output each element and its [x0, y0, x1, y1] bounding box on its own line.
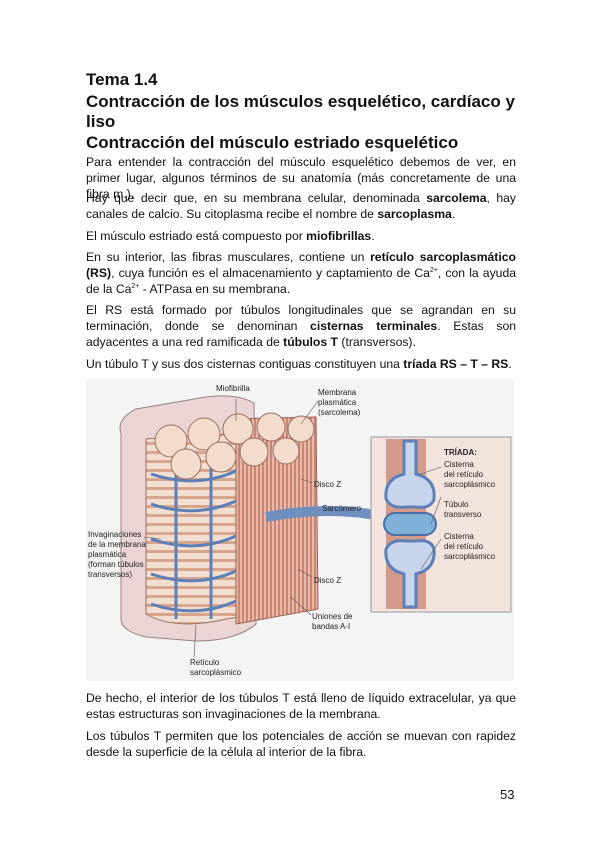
p2-text-e: .: [451, 207, 456, 221]
figure-labels: Miofibrilla Membrana plasmática (sarcole…: [88, 384, 496, 677]
striated-bundle: [235, 416, 319, 625]
p5-term-cisternas: cisternas terminales: [310, 319, 438, 333]
label-invag-1: Invaginaciones: [88, 530, 141, 539]
p6-text-a: Un túbulo T y sus dos cisternas contigua…: [86, 357, 404, 371]
label-invag-5: transversos): [88, 570, 132, 579]
p5-text-c: . Estas son adyacentes a una red ramific…: [86, 319, 516, 349]
paragraph-3: El músculo estriado está compuesto por m…: [86, 228, 516, 244]
p2-term-sarcolema: sarcolema: [426, 191, 487, 205]
label-sarcomero: Sarcómero: [322, 504, 362, 513]
p5-text-a: El RS está formado por túbulos longitudi…: [86, 303, 516, 333]
label-invag-4: (forman túbulos: [88, 560, 144, 569]
p4-sup-1: 2+: [429, 266, 438, 274]
p4-term-rs: retículo sarcoplasmático (RS): [86, 250, 516, 280]
label-invag-2: de la membrana: [88, 540, 146, 549]
p4-text-c: , cuya función es el almacenamiento y ca…: [111, 266, 430, 280]
label-uniones-1: Uniones de: [312, 612, 353, 621]
label-cisterna-b-3: sarcoplásmico: [444, 552, 496, 561]
myofibril-tops: [154, 412, 315, 480]
p2-text-a: Hay que decir que, en su membrana celula…: [86, 191, 427, 205]
label-cisterna-a-1: Cisterna: [444, 460, 474, 469]
label-reticulo-1: Retículo: [190, 658, 220, 667]
title-line-1: Contracción de los músculos esquelético,…: [86, 92, 515, 111]
p3-term-miofibrillas: miofibrillas: [306, 229, 372, 243]
label-membrana-3: (sarcolema): [318, 408, 361, 417]
label-membrana-1: Membrana: [318, 388, 357, 397]
p2-term-sarcoplasma: sarcoplasma: [377, 207, 452, 221]
p6-text-c: .: [508, 357, 512, 371]
label-reticulo-2: sarcoplásmico: [190, 668, 242, 677]
p2-text-c: , hay canales de calcio. Su citoplasma r…: [86, 191, 516, 221]
paragraph-2: Hay que decir que, en su membrana celula…: [86, 190, 516, 222]
p4-sup-2: 2+: [131, 282, 140, 290]
section-subtitle: Contracción del músculo estriado esquelé…: [86, 133, 459, 152]
paragraph-1: Para entender la contracción del músculo…: [86, 155, 516, 201]
paragraph-6: Un túbulo T y sus dos cisternas contigua…: [86, 356, 516, 372]
label-invag-3: plasmática: [88, 550, 127, 559]
paragraph-7: De hecho, el interior de los túbulos T e…: [86, 691, 516, 721]
p4-text-a: En su interior, las fibras musculares, c…: [86, 250, 371, 264]
p5-term-tubulos: túbulos T: [283, 335, 338, 349]
leader-lines: [143, 399, 442, 658]
p6-term-triada: tríada RS – T – RS: [403, 357, 509, 371]
label-miofibrilla: Miofibrilla: [216, 384, 250, 393]
triad-structure: [384, 439, 436, 609]
paragraph-4: En su interior, las fibras musculares, c…: [86, 249, 516, 297]
p5-text-e: (transversos).: [338, 335, 416, 349]
p3-text-c: .: [371, 229, 375, 243]
label-disco-z-2: Disco Z: [314, 576, 341, 585]
label-cisterna-b-2: del retículo: [444, 542, 484, 551]
label-tubulo-2: transverso: [444, 510, 482, 519]
label-cisterna-a-3: sarcoplásmico: [444, 480, 496, 489]
p4-text-e: - ATPasa en su membrana.: [139, 282, 291, 296]
label-cisterna-a-2: del retículo: [444, 470, 484, 479]
label-cisterna-b-1: Cisterna: [444, 532, 474, 541]
p4-text-d: , con la ayuda de la Ca: [86, 266, 516, 296]
label-disco-z-1: Disco Z: [314, 480, 341, 489]
muscle-fiber-figure: Miofibrilla Membrana plasmática (sarcole…: [86, 379, 514, 681]
p3-text-a: El músculo estriado está compuesto por: [86, 229, 307, 243]
paragraph-8: Los túbulos T permiten que los potencial…: [86, 729, 516, 759]
label-tubulo-1: Túbulo: [444, 500, 469, 509]
label-membrana-2: plasmática: [318, 398, 357, 407]
label-uniones-2: bandas A-I: [312, 622, 350, 631]
t-tubule: [383, 512, 437, 536]
page-number: 53: [500, 787, 515, 802]
topic-heading: Tema 1.4: [86, 70, 158, 89]
paragraph-5: El RS está formado por túbulos longitudi…: [86, 302, 516, 350]
title-line-2: liso: [86, 112, 116, 131]
label-triada: TRÍADA:: [444, 448, 477, 457]
reticulum-network: [150, 459, 237, 619]
